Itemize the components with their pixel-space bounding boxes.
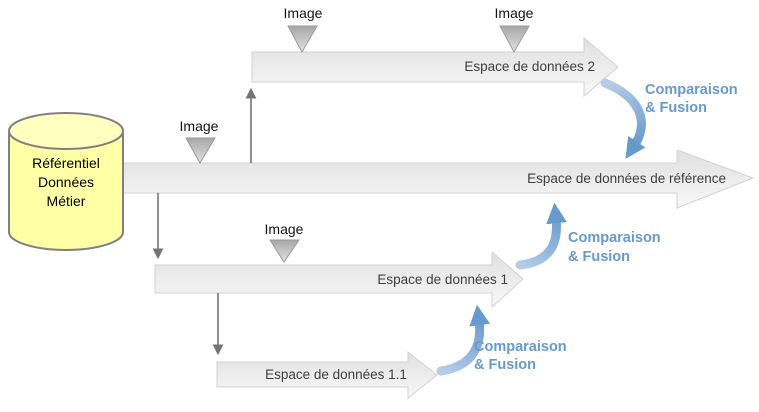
image-marker-1-label: Image (284, 5, 323, 21)
band-espace-2-label: Espace de données 2 (464, 59, 595, 74)
fusion-label-1: Comparaison & Fusion (645, 82, 738, 116)
image-marker-1: Image (284, 5, 323, 54)
band-espace-1-1: Espace de données 1.1 (216, 350, 438, 400)
fusion-arrow-2 (515, 202, 567, 270)
band-reference-arrow-shape (99, 149, 755, 209)
repository-label-line2: Données (38, 174, 94, 190)
band-espace-1-1-label: Espace de données 1.1 (265, 367, 407, 382)
band-espace-1: Espace de données 1 (154, 250, 524, 309)
database-cylinder-body (8, 131, 124, 251)
fusion-label-3-line2: & Fusion (474, 357, 536, 373)
database-cylinder: Référentiel Données Métier (8, 112, 124, 251)
fusion-arrow-1 (600, 78, 646, 159)
fusion-label-2-line2: & Fusion (568, 249, 630, 265)
image-marker-3-triangle-icon (185, 137, 216, 164)
band-espace-1-1-arrow-shape (216, 350, 438, 400)
image-marker-4-triangle-icon (269, 239, 300, 263)
fusion-label-2-line1: Comparaison (568, 230, 661, 246)
band-espace-2: Espace de données 2 (251, 36, 619, 98)
database-cylinder-top (8, 112, 124, 150)
fusion-label-1-line2: & Fusion (645, 100, 707, 116)
image-marker-2: Image (495, 5, 534, 54)
band-reference: Espace de données de référence (99, 149, 755, 209)
band-espace-1-label: Espace de données 1 (377, 272, 508, 287)
repository-label-line3: Métier (47, 193, 86, 209)
image-marker-4-label: Image (265, 221, 304, 237)
image-marker-1-triangle-icon (287, 25, 318, 54)
fusion-label-3-line1: Comparaison (474, 339, 567, 355)
band-espace-1-arrow-shape (154, 250, 524, 309)
image-marker-2-triangle-icon (499, 25, 530, 54)
image-marker-3-label: Image (180, 118, 219, 134)
fusion-arrow-3 (436, 304, 490, 376)
fusion-label-3: Comparaison & Fusion (474, 339, 567, 373)
fusion-label-2: Comparaison & Fusion (568, 230, 661, 265)
image-marker-2-label: Image (495, 5, 534, 21)
repository-label-line1: Référentiel (32, 155, 100, 171)
band-reference-label: Espace de données de référence (527, 171, 726, 186)
image-marker-3: Image (180, 118, 219, 164)
image-marker-4: Image (265, 221, 304, 263)
fusion-label-1-line1: Comparaison (645, 82, 738, 98)
